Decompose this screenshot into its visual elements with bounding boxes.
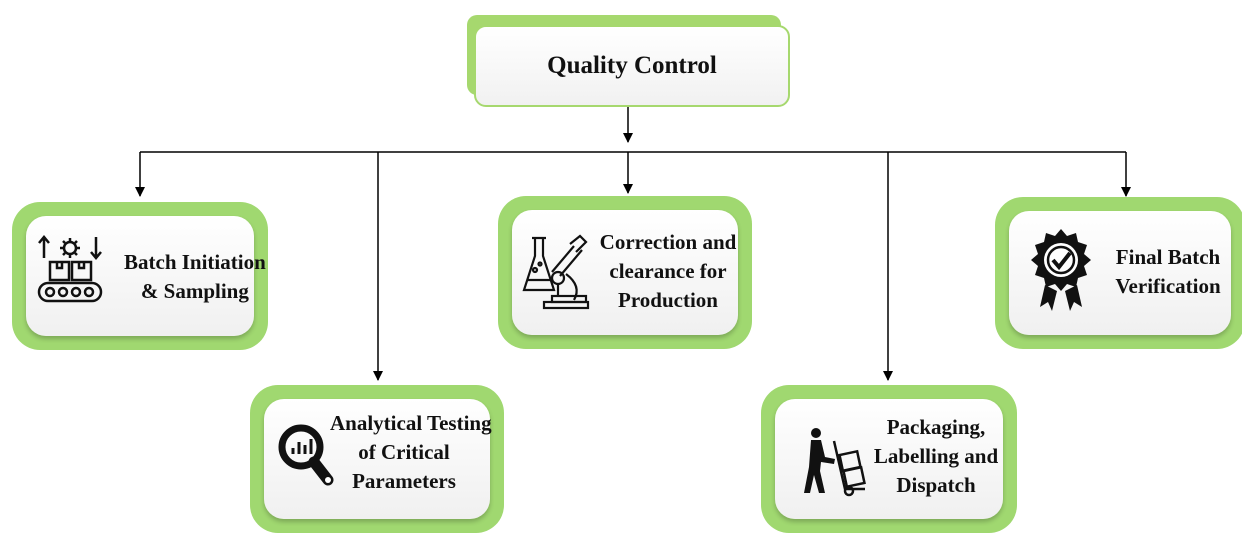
root-node-quality-control: Quality Control [474,25,790,107]
root-label: Quality Control [547,52,717,79]
final-verification-label: Final Batch Verification [1115,245,1221,298]
connector-lines [135,107,1131,381]
analytical-testing-label: Analytical Testing of Critical Parameter… [330,411,492,493]
node-packaging-dispatch: Packaging, Labelling and Dispatch [761,385,1017,533]
node-correction-clearance: Correction and clearance for Production [498,196,752,349]
lab-flask-microscope-icon [522,234,590,310]
packaging-dispatch-label: Packaging, Labelling and Dispatch [873,415,999,497]
hand-truck-worker-icon [804,428,866,497]
award-badge-check-icon [1031,229,1091,311]
batch-initiation-label: Batch Initiation & Sampling [124,250,266,303]
node-batch-initiation: Batch Initiation & Sampling [12,202,268,350]
correction-clearance-label: Correction and clearance for Production [599,230,737,312]
node-final-verification: Final Batch Verification [995,197,1242,349]
conveyor-gear-icon [37,235,103,303]
magnifier-chart-icon [278,424,334,486]
node-analytical-testing: Analytical Testing of Critical Parameter… [250,385,504,533]
